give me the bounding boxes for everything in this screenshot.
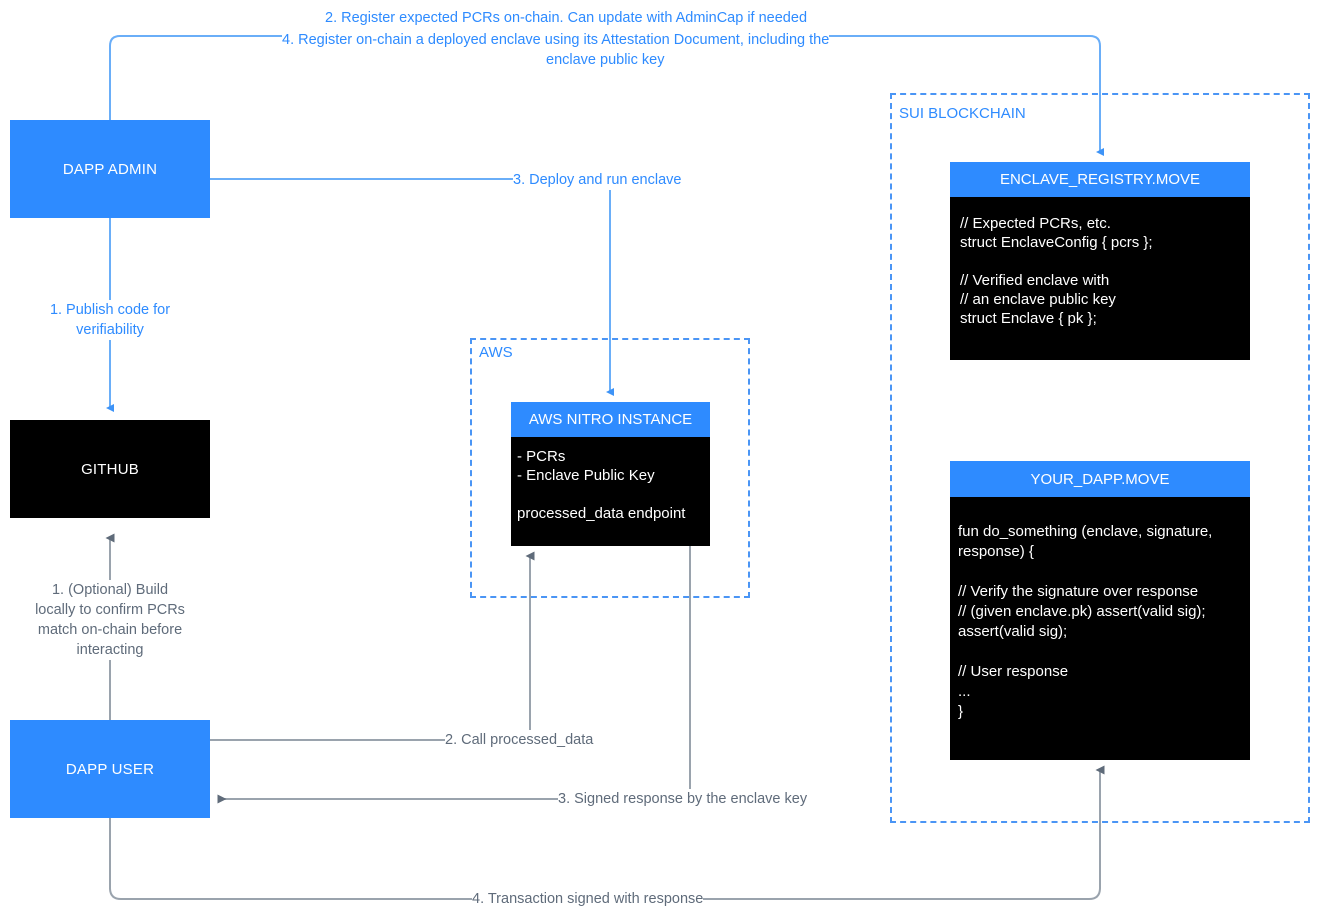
node-your-dapp-move-header: YOUR_DAPP.MOVE [950, 461, 1250, 497]
node-aws-nitro-instance-header: AWS NITRO INSTANCE [511, 402, 710, 437]
edge-label-optional-build-locally: 1. (Optional) Build locally to confirm P… [22, 580, 198, 660]
node-dapp-user-label: DAPP USER [65, 760, 155, 778]
node-dapp-user[interactable]: DAPP USER [10, 720, 210, 818]
node-enclave-registry-move-body: // Expected PCRs, etc. struct EnclaveCon… [950, 197, 1250, 360]
node-aws-nitro-instance[interactable]: AWS NITRO INSTANCE - PCRs - Enclave Publ… [511, 402, 710, 546]
edge-label-signed-response: 3. Signed response by the enclave key [558, 789, 808, 809]
node-your-dapp-move-body: fun do_something (enclave, signature, re… [950, 497, 1250, 760]
node-your-dapp-move[interactable]: YOUR_DAPP.MOVE fun do_something (enclave… [950, 461, 1250, 760]
edge-label-register-enclave-line2: 4. Register on-chain a deployed enclave … [282, 30, 830, 50]
edge-label-register-pcrs-line1: 2. Register expected PCRs on-chain. Can … [325, 8, 808, 28]
group-sui-blockchain [890, 93, 1310, 823]
edge-label-deploy-and-run-enclave: 3. Deploy and run enclave [513, 170, 682, 190]
node-dapp-admin[interactable]: DAPP ADMIN [10, 120, 210, 218]
node-enclave-registry-move[interactable]: ENCLAVE_REGISTRY.MOVE // Expected PCRs, … [950, 162, 1250, 360]
edge-label-call-processed-data: 2. Call processed_data [445, 730, 594, 750]
edge-label-register-enclave-line3: enclave public key [546, 50, 665, 70]
edge-label-transaction-signed: 4. Transaction signed with response [472, 889, 704, 909]
group-sui-blockchain-title: SUI BLOCKCHAIN [896, 105, 1029, 122]
node-enclave-registry-move-header: ENCLAVE_REGISTRY.MOVE [950, 162, 1250, 197]
node-github[interactable]: GITHUB [10, 420, 210, 518]
node-github-label: GITHUB [81, 460, 139, 478]
edge-label-publish-code: 1. Publish code for verifiability [32, 300, 188, 340]
node-dapp-admin-label: DAPP ADMIN [62, 160, 158, 178]
group-aws-title: AWS [476, 344, 516, 361]
node-aws-nitro-instance-body: - PCRs - Enclave Public Key processed_da… [511, 437, 710, 546]
group-aws [470, 338, 750, 598]
